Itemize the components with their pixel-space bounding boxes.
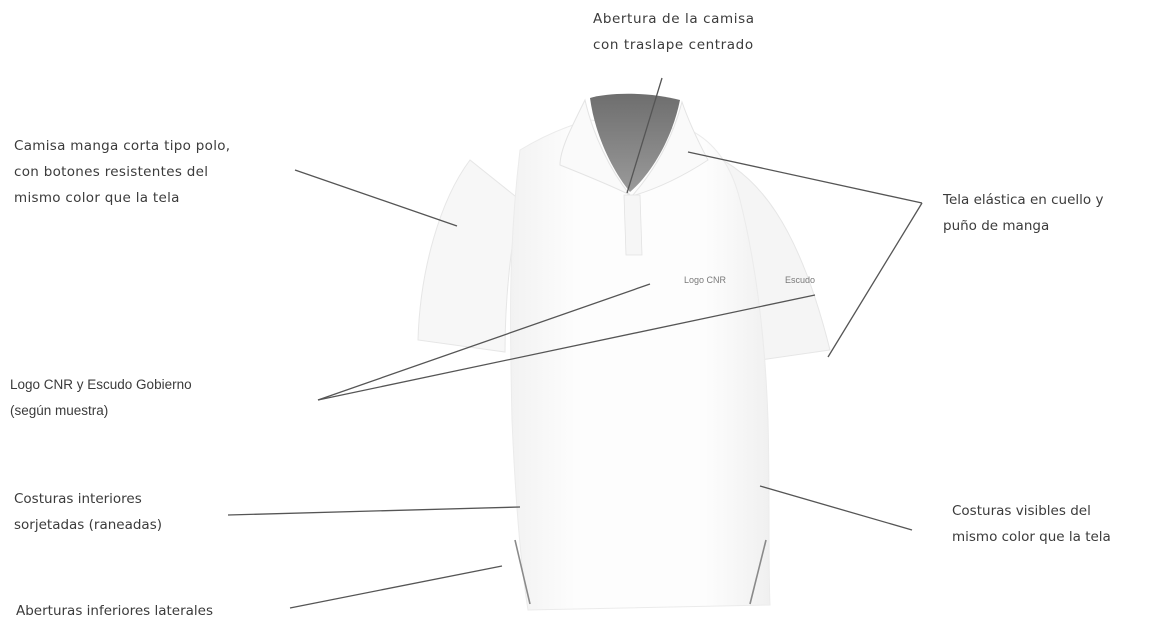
right-side-vent (749, 539, 767, 605)
collar-inside (590, 93, 680, 192)
label-elastic: Tela elástica en cuello y puño de manga (943, 192, 1104, 234)
collar-left (559, 98, 631, 196)
shirt-torso (509, 119, 771, 611)
left-side-vent (514, 539, 531, 605)
left-sleeve (417, 159, 521, 353)
label-opening: Abertura de la camisa con traslape centr… (593, 11, 755, 53)
leader-opening (626, 77, 663, 194)
label-shirt-type: Camisa manga corta tipo polo, con botone… (14, 138, 231, 206)
polo-shirt (417, 93, 831, 611)
shirt-escudo-text: Escudo (785, 275, 815, 285)
label-logo: Logo CNR y Escudo Gobierno (según muestr… (10, 377, 192, 418)
shirt-logo-cnr-text: Logo CNR (684, 275, 727, 285)
leader-logo-cnr (317, 283, 651, 401)
leader-logo-escudo (317, 294, 816, 401)
leader-elastic-collar (687, 151, 923, 204)
leader-elastic-cuff (827, 202, 923, 358)
leader-visible-seams (759, 485, 913, 531)
collar-right (630, 100, 709, 197)
label-inner-seams: Costuras interiores sorjetadas (raneadas… (14, 491, 162, 533)
placket (623, 194, 643, 256)
leader-shirt-type (294, 169, 458, 227)
leader-side-vents (289, 565, 503, 609)
leader-lines (227, 77, 923, 609)
label-visible-seams: Costuras visibles del mismo color que la… (952, 503, 1111, 545)
label-side-vents: Aberturas inferiores laterales (16, 603, 214, 619)
leader-inner-seams (227, 506, 521, 516)
